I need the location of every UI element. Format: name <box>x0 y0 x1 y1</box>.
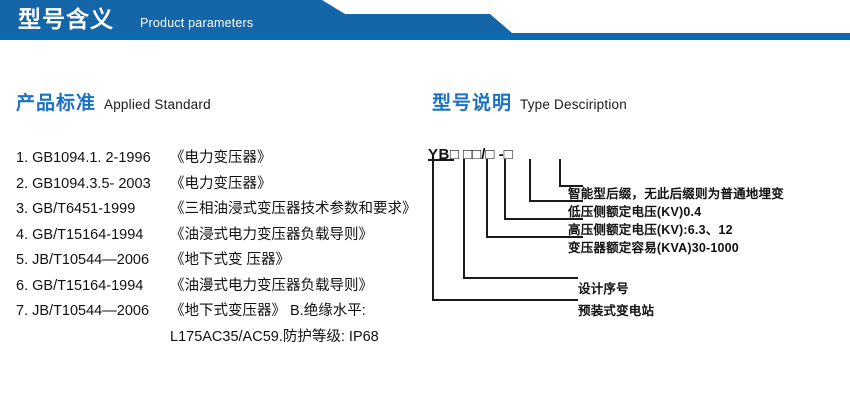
standard-name: 《地下式变压器》 B.绝缘水平: <box>170 303 366 319</box>
type-code-boxes: □ □□/□ -□ <box>449 146 513 163</box>
standard-code: 3. GB/T6451-1999 <box>16 201 136 217</box>
standard-name: 《地下式变 压器》 <box>170 252 291 268</box>
leader-design-serial <box>463 173 578 279</box>
diagram-label-hv-rated-voltage: 高压侧额定电压(KV):6.3、12 <box>568 223 733 237</box>
standard-name: 《油浸式电力变压器负载导则》 <box>170 226 373 243</box>
list-item: 2. GB1094.3.5- 2003 《电力变压器》 <box>16 172 436 198</box>
diagram-label-smart-suffix: 智能型后缀，无此后缀则为普通地埋变 <box>568 187 784 201</box>
standard-name: 《三相油浸式变压器技术参数和要求》 <box>170 201 417 217</box>
list-item: 5. JB/T10544—2006 《地下式变 压器》 <box>16 248 436 274</box>
standard-code: 6. GB/T15164-1994 <box>16 277 144 294</box>
diagram-label-prefab-substation: 预装式变电站 <box>578 304 655 318</box>
diagram-label-design-serial: 设计序号 <box>578 282 629 296</box>
type-description-heading: 型号说明 Type Desciription <box>432 88 627 115</box>
banner-title: 型号含义 <box>18 6 114 32</box>
list-item: 3. GB/T6451-1999 《三相油浸式变压器技术参数和要求》 <box>16 197 436 223</box>
leader-lv-voltage <box>529 173 568 202</box>
standard-code: 2. GB1094.3.5- 2003 <box>16 175 151 192</box>
leader-prefab-substation <box>432 173 578 301</box>
type-code-leader-diagram <box>420 140 850 340</box>
standard-code: 1. GB1094.1. 2-1996 <box>16 150 151 166</box>
banner-subtitle: Product parameters <box>140 16 254 30</box>
page-banner: 型号含义 Product parameters <box>0 0 850 46</box>
type-description-heading-en: Type Desciription <box>520 97 627 112</box>
list-item: 6. GB/T15164-1994 《油漫式电力变压器负载导则》 <box>16 274 436 300</box>
standard-name: 《油漫式电力变压器负载导则》 <box>170 277 373 294</box>
diagram-label-lv-rated-voltage: 低压侧额定电压(KV)0.4 <box>568 205 702 219</box>
list-item: 4. GB/T15164-1994 《油浸式电力变压器负载导则》 <box>16 223 436 249</box>
leader-rated-capacity <box>486 173 568 238</box>
leader-smart-suffix <box>559 173 568 187</box>
standard-code: 5. JB/T10544—2006 <box>16 252 150 268</box>
standard-continuation: L175AC35/AC59.防护等级: IP68 <box>170 328 379 345</box>
standards-list: 1. GB1094.1. 2-1996 《电力变压器》 2. GB1094.3.… <box>16 146 436 350</box>
applied-standard-heading: 产品标准 Applied Standard <box>16 88 211 115</box>
type-code-pattern: YB□ □□/□ -□ <box>428 146 513 163</box>
standard-code: 4. GB/T15164-1994 <box>16 226 144 243</box>
banner-bottom-bar <box>0 33 850 40</box>
leader-hv-voltage <box>504 173 568 220</box>
diagram-label-rated-capacity: 变压器额定容易(KVA)30-1000 <box>568 241 739 255</box>
standard-name: 《电力变压器》 <box>170 150 272 166</box>
applied-standard-heading-en: Applied Standard <box>104 97 211 112</box>
type-code-prefix: YB <box>428 146 450 163</box>
list-item: 1. GB1094.1. 2-1996 《电力变压器》 <box>16 146 436 172</box>
type-description-heading-cn: 型号说明 <box>432 93 513 114</box>
list-item: 7. JB/T10544—2006 《地下式变压器》 B.绝缘水平: <box>16 299 436 325</box>
standard-code: 7. JB/T10544—2006 <box>16 303 150 319</box>
standard-name: 《电力变压器》 <box>170 175 272 192</box>
banner-shape-main <box>0 0 512 33</box>
applied-standard-heading-cn: 产品标准 <box>16 93 97 114</box>
